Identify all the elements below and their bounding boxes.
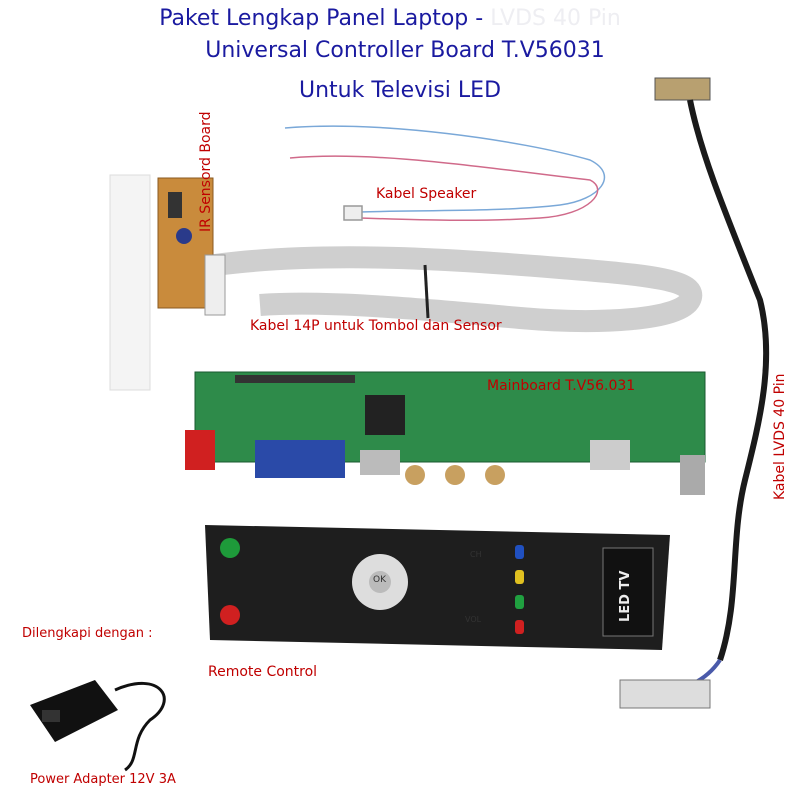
label-remote: Remote Control [208,664,318,680]
remote-ch-label: CH [470,550,482,559]
remote-vol-label: VOL [465,615,482,624]
label-ir-board: IR Sensord Board [198,111,214,232]
label-speaker-cable: Kabel Speaker [376,186,477,202]
lvds-cable [619,77,770,709]
speaker-cable [284,125,606,222]
title-faded-text: LVDS 40 Pin [490,6,621,31]
label-adapter: Power Adapter 12V 3A [30,772,176,787]
title-line-1: Paket Lengkap Panel Laptop - LVDS 40 Pin [0,4,790,34]
label-cable-14p: Kabel 14P untuk Tombol dan Sensor [250,318,502,334]
ribbon-cable-14p [213,246,703,332]
title-text: Paket Lengkap Panel Laptop - [159,6,491,31]
mainboard [185,371,706,495]
remote-brand-label: LED TV [618,570,633,622]
remote-control [205,525,670,650]
label-lvds-cable: Kabel LVDS 40 Pin [772,373,788,500]
remote-ok-label: OK [373,575,386,585]
title-line-2: Universal Controller Board T.V56031 [205,38,605,63]
ir-sensor-board [109,174,226,391]
title-line-3: Untuk Televisi LED [298,78,502,103]
label-included: Dilengkapi dengan : [22,626,153,641]
power-adapter [30,680,166,772]
label-mainboard: Mainboard T.V56.031 [487,378,636,394]
